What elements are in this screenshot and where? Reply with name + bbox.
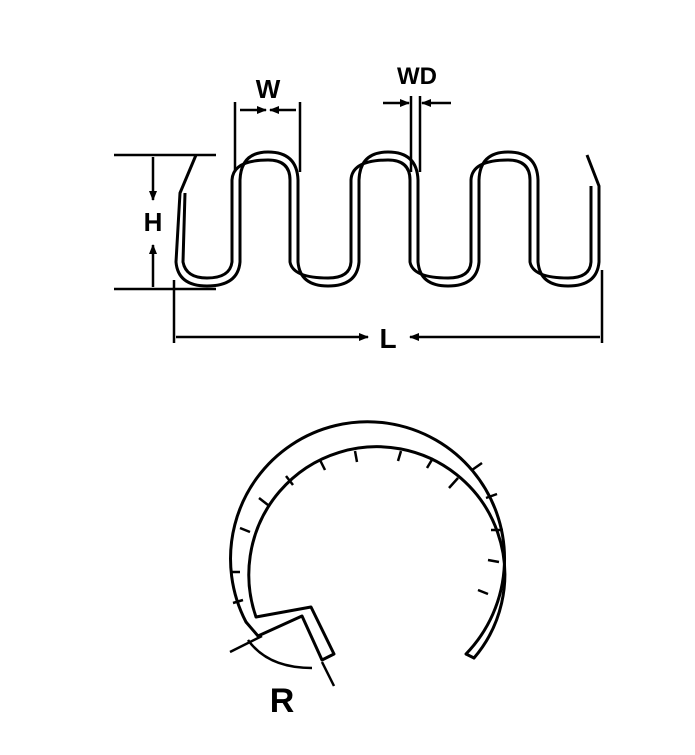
wave-spring-side-view	[174, 150, 601, 288]
ring-segment-marks	[230, 450, 503, 605]
ring-inner-edge	[247, 445, 507, 660]
wire-diameter-dimension: WD	[383, 63, 451, 172]
height-label: H	[144, 207, 163, 237]
ring-bent-tab	[244, 605, 336, 662]
length-dimension: L	[172, 270, 604, 354]
wave-inner-edge	[181, 158, 593, 280]
width-dimension: W	[233, 74, 302, 172]
width-label: W	[256, 74, 281, 104]
height-dimension: H	[114, 153, 216, 291]
ring-outer-edge	[229, 420, 507, 656]
ring-end-view: R	[229, 420, 507, 720]
radius-label: R	[270, 682, 295, 720]
length-label: L	[379, 323, 396, 354]
radius-arc	[246, 639, 313, 670]
wave-outer-edge	[174, 150, 601, 288]
wire-diameter-label: WD	[397, 63, 437, 90]
